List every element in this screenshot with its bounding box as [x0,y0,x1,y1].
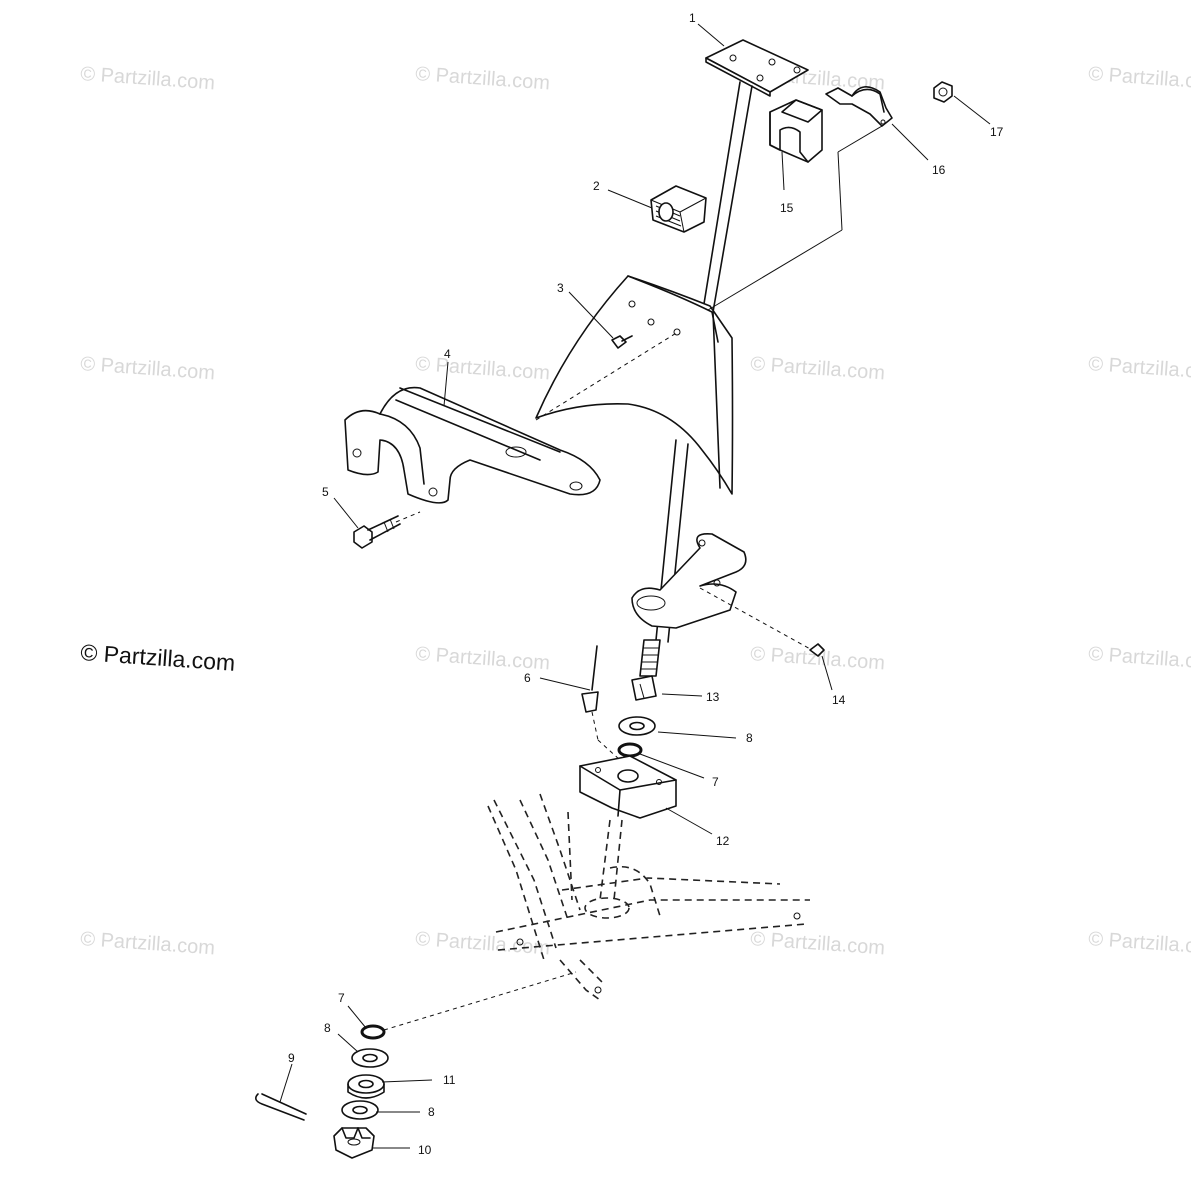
watermark: © Partzilla.com [415,63,551,94]
part-11-nut [347,1074,385,1099]
part-2-rubber-block [650,185,707,233]
callout-15: 15 [780,201,794,215]
watermark: © Partzilla.com [1088,63,1191,94]
part-3-screw [611,335,633,349]
callout-10: 10 [418,1143,432,1157]
callout-17: 17 [990,125,1004,139]
watermark: © Partzilla.com [750,928,886,959]
steering-cover-panel [535,275,734,495]
part-4-bracket [344,386,601,504]
part-8-washer-bottom [341,1100,379,1120]
callout-7-top: 7 [712,775,719,789]
callout-14: 14 [832,693,846,707]
watermark: © Partzilla.com [1088,353,1191,384]
leader-lines [279,23,991,1149]
frame-dashed [487,793,810,1001]
watermark: © Partzilla.com [1088,928,1191,959]
part-7-oring-top [617,742,643,758]
part-17-nut [933,81,953,103]
part-14-fitting [809,643,825,657]
callout-9: 9 [288,1051,295,1065]
callout-2: 2 [593,179,600,193]
part-12-bearing-block [579,755,677,819]
callout-6: 6 [524,671,531,685]
callout-8-mid: 8 [324,1021,331,1035]
part-9-cotter-pin [254,1093,307,1121]
watermark: © Partzilla.com [415,928,551,959]
callout-1: 1 [689,11,696,25]
watermark: © Partzilla.com [750,353,886,384]
lower-shaft [631,439,747,677]
watermark-main: © Partzilla.com [80,639,236,676]
part-7-oring-bottom [360,1024,386,1040]
part-16-clamp [825,86,893,127]
watermark: © Partzilla.com [80,928,216,959]
callout-8-bottom: 8 [428,1105,435,1119]
callout-labels: 1 2 3 4 5 6 13 8 7 12 14 15 16 17 7 8 9 … [288,11,1004,1157]
part-15-bushing [769,99,823,163]
part-8-washer-mid [351,1048,389,1068]
part-10-castle-nut [333,1127,375,1159]
callout-11: 11 [443,1073,456,1087]
callout-8-top: 8 [746,731,753,745]
part-8-washer-top [618,716,656,736]
callout-4: 4 [444,347,451,361]
callout-13: 13 [706,690,720,704]
callout-3: 3 [557,281,564,295]
callout-16: 16 [932,163,946,177]
watermark: © Partzilla.com [80,353,216,384]
watermark: © Partzilla.com [1088,643,1191,674]
part-5-bolt [353,515,401,549]
callout-7-bottom: 7 [338,991,345,1005]
watermark: © Partzilla.com [80,63,216,94]
part-1-steering-post [702,39,809,313]
part-6-rivet [581,645,599,713]
callout-12: 12 [716,834,730,848]
watermark: © Partzilla.com [415,353,551,384]
watermark: © Partzilla.com [415,643,551,674]
watermark-group: © Partzilla.com © Partzilla.com © Partzi… [80,63,1191,959]
callout-5: 5 [322,485,329,499]
part-13-coupling [631,675,657,701]
